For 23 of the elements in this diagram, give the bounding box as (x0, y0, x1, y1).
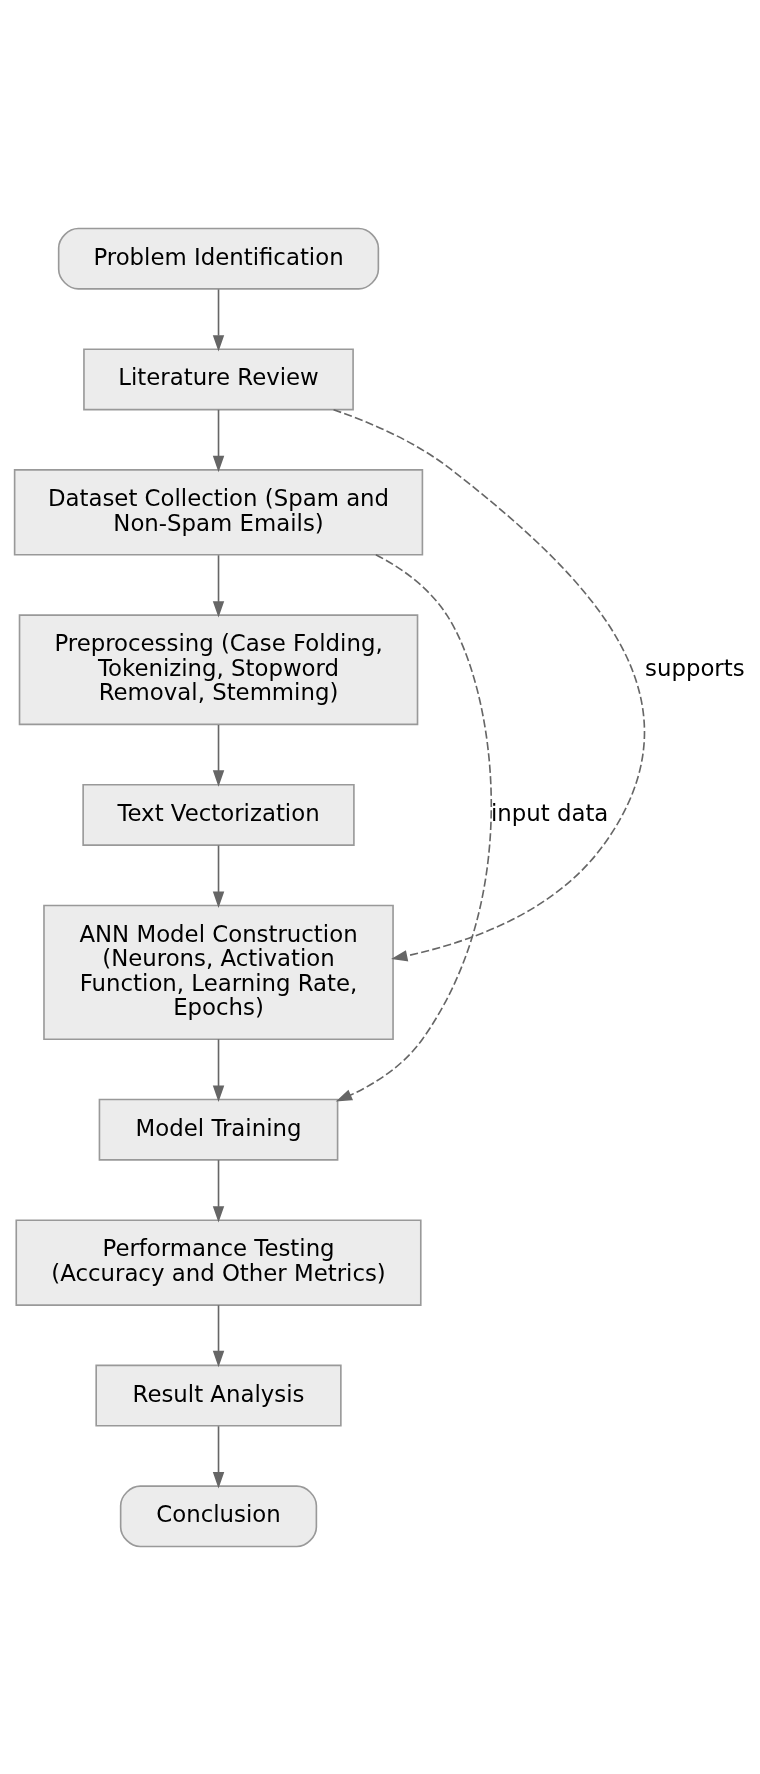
node-box: Literature Review (83, 347, 354, 410)
edge-label: input data (490, 799, 609, 826)
edge-label: supports (645, 654, 745, 681)
node-box: Result Analysis (95, 1364, 342, 1427)
arrow (212, 1158, 225, 1222)
arrow (212, 723, 225, 787)
arrow (212, 1304, 225, 1367)
arrow (212, 844, 225, 908)
node-box: Conclusion (119, 1484, 318, 1547)
node-box: Text Vectorization (82, 783, 355, 846)
node-box: Performance Testing (Accuracy and Other Metrics) (15, 1218, 422, 1306)
arrow (332, 408, 646, 961)
node-box: Model Training (98, 1098, 339, 1161)
arrow (335, 553, 493, 1102)
arrow (212, 1038, 225, 1102)
node-box: Preprocessing (Case Folding, Tokenizing, Stopword Removal, Stemming) (18, 613, 419, 725)
node-box: Problem Identification (57, 227, 380, 290)
node-box: ANN Model Construction (Neurons, Activation Function, Learning Rate, Epochs) (43, 904, 394, 1040)
arrow (212, 408, 225, 472)
arrow (212, 1424, 225, 1488)
arrow (212, 553, 225, 618)
arrow (212, 288, 225, 352)
node-box: Dataset Collection (Spam and Non-Spam Emails) (13, 468, 424, 556)
